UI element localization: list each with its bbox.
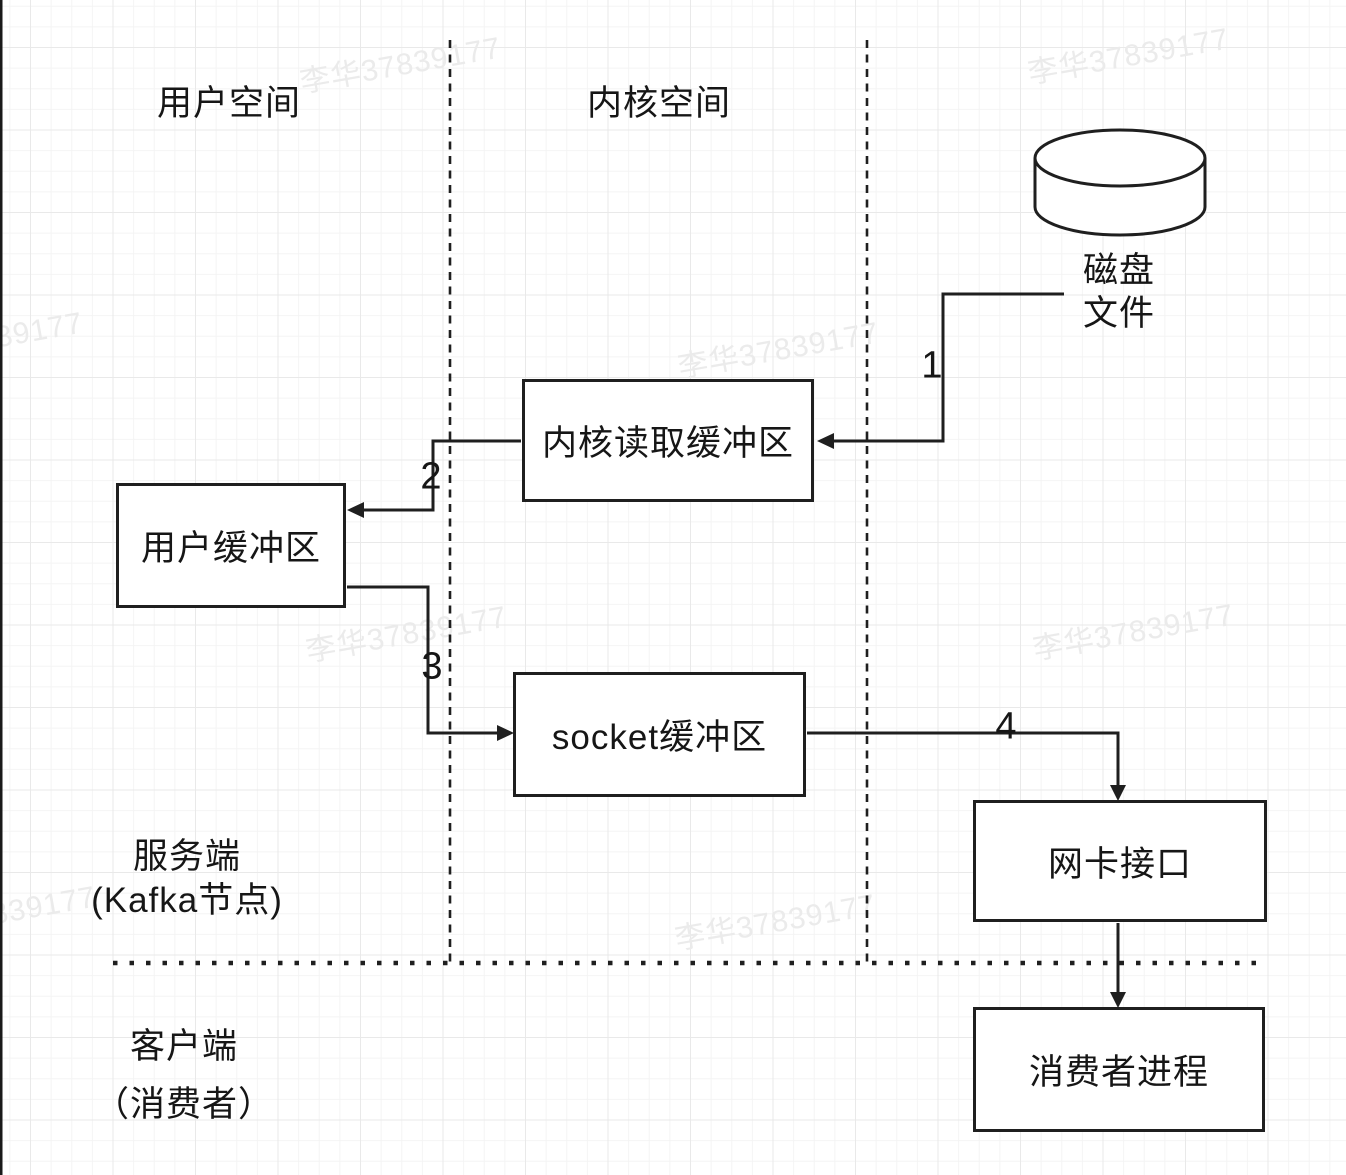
client-side-label-line2: （消费者） xyxy=(93,1085,275,1124)
watermark: 李华37839177 xyxy=(0,880,99,949)
watermark: 李华37839177 xyxy=(1025,22,1232,91)
canvas-left-border xyxy=(0,0,3,1175)
watermark: 李华37839177 xyxy=(0,306,86,375)
disk-file-label: 磁盘 文件 xyxy=(1083,249,1155,335)
watermark: 李华37839177 xyxy=(297,31,504,100)
server-side-label-line2: (Kafka节点) xyxy=(91,881,283,920)
arrow-3-head xyxy=(497,725,514,741)
node-consumer-process-label: 消费者进程 xyxy=(1028,1053,1209,1092)
step-4-label: 4 xyxy=(995,705,1017,748)
disk-file-label-line1: 磁盘 xyxy=(1082,251,1156,290)
client-side-label: 客户端 （消费者） xyxy=(94,1018,274,1134)
node-nic-interface: 网卡接口 xyxy=(973,800,1267,922)
node-user-buffer-label: 用户缓冲区 xyxy=(140,529,321,568)
arrow-1-head xyxy=(817,433,834,449)
user-space-label: 用户空间 xyxy=(156,84,302,123)
node-kernel-read-buffer-label: 内核读取缓冲区 xyxy=(541,424,794,463)
client-side-label-line1: 客户端 xyxy=(129,1027,239,1066)
arrow-2-head xyxy=(347,502,364,518)
watermark: 李华37839177 xyxy=(672,888,879,957)
step-2-label: 2 xyxy=(420,455,442,498)
disk-file-label-line2: 文件 xyxy=(1082,294,1156,333)
server-side-label-line1: 服务端 xyxy=(132,837,241,876)
server-side-label: 服务端 (Kafka节点) xyxy=(91,835,283,923)
node-nic-interface-label: 网卡接口 xyxy=(1047,844,1192,884)
node-kernel-read-buffer: 内核读取缓冲区 xyxy=(522,379,814,502)
node-socket-buffer-label: socket缓冲区 xyxy=(551,718,768,757)
node-user-buffer: 用户缓冲区 xyxy=(116,483,346,608)
watermark: 李华37839177 xyxy=(675,316,882,385)
arrow-nic-to-consumer-head xyxy=(1110,992,1126,1008)
step-1-label: 1 xyxy=(921,344,943,387)
kernel-space-label: 内核空间 xyxy=(586,84,732,123)
step-3-label: 3 xyxy=(421,645,443,688)
arrow-4-socket-buffer-to-nic xyxy=(807,731,1120,786)
disk-cylinder-icon xyxy=(1033,128,1207,237)
node-socket-buffer: socket缓冲区 xyxy=(513,672,806,797)
arrow-4-head xyxy=(1110,785,1126,801)
watermark: 李华37839177 xyxy=(1030,598,1237,667)
node-consumer-process: 消费者进程 xyxy=(973,1007,1265,1132)
